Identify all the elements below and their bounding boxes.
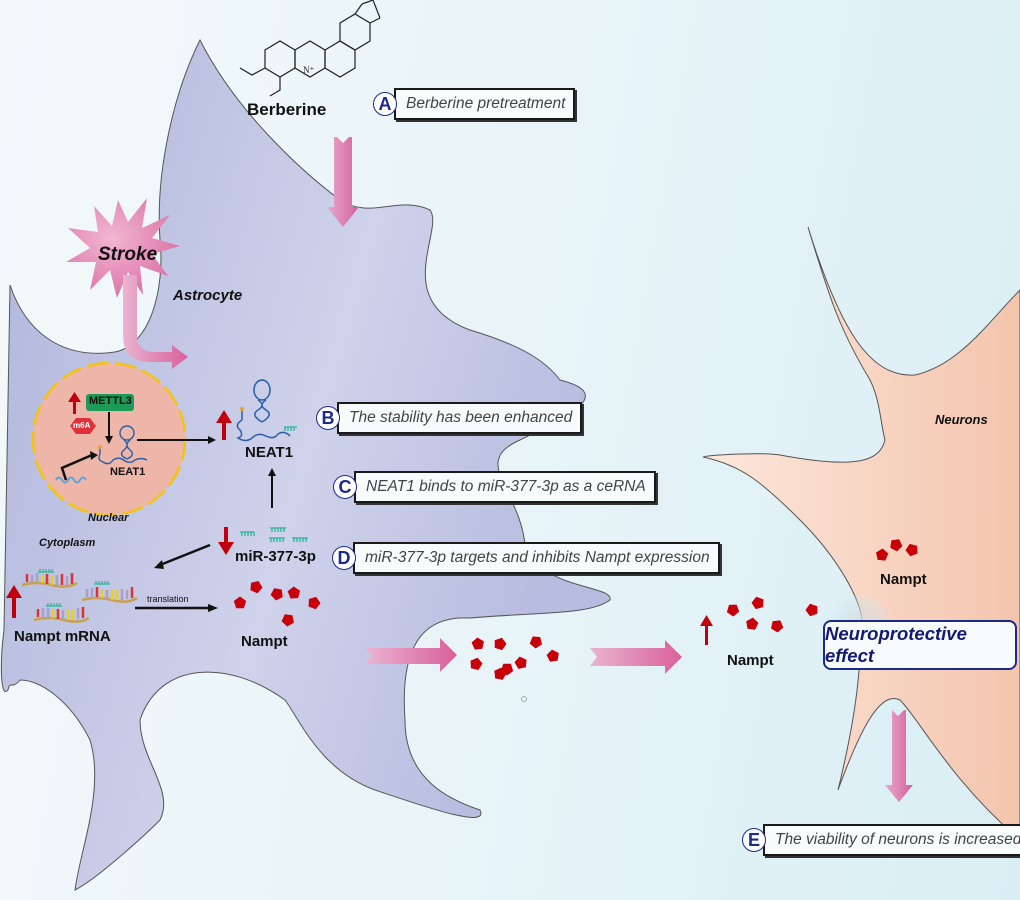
nampt-cyto-label: Nampt bbox=[241, 633, 288, 650]
nampt-protein-icon bbox=[281, 614, 294, 627]
nampt-protein-icon bbox=[470, 657, 483, 670]
nampt-protein-icon bbox=[270, 588, 283, 601]
nampt-protein-group bbox=[233, 539, 918, 680]
callout-e: E The viability of neurons is increased bbox=[742, 824, 1020, 856]
berberine-structure-icon bbox=[239, 0, 381, 97]
nampt-protein-icon bbox=[751, 596, 764, 610]
mettl3-up-arrow-icon bbox=[68, 392, 81, 414]
astrocyte-cell bbox=[0, 38, 611, 891]
cytoplasm-label: Cytoplasm bbox=[39, 537, 96, 549]
neat1-cyto-up-arrow-icon bbox=[216, 410, 232, 440]
mettl3-label: METTL3 bbox=[89, 395, 132, 407]
neuron-cell bbox=[702, 226, 1020, 841]
nampt-protein-icon bbox=[514, 656, 527, 669]
nampt-protein-icon bbox=[287, 586, 301, 599]
nampt-protein-icon bbox=[905, 543, 918, 557]
export-arrow bbox=[137, 436, 216, 444]
nampt-protein-icon bbox=[250, 581, 263, 594]
astrocyte-label: Astrocyte bbox=[173, 287, 243, 304]
nampt-protein-icon bbox=[494, 637, 507, 651]
callout-c-letter: C bbox=[333, 475, 357, 499]
stroke-starburst-icon bbox=[66, 198, 180, 298]
neat1-cap bbox=[98, 445, 102, 449]
nampt-protein-icon bbox=[771, 620, 784, 633]
dna-icon bbox=[55, 476, 87, 484]
mettl3-box bbox=[86, 394, 134, 411]
neuroprotective-effect-box: Neuroprotective effect bbox=[823, 620, 1017, 670]
callout-b-letter: B bbox=[316, 406, 340, 430]
callout-a-letter: A bbox=[373, 92, 397, 116]
nampt-protein-icon bbox=[546, 649, 559, 662]
m6a-badge bbox=[70, 418, 96, 434]
mirna-label: miR-377-3p bbox=[235, 548, 316, 565]
mirna-icon bbox=[240, 527, 308, 542]
nuclear-label: Nuclear bbox=[88, 512, 129, 524]
nampt-protein-icon bbox=[890, 539, 903, 552]
callout-a: A Berberine pretreatment bbox=[373, 88, 576, 120]
mirna-down-arrow-icon bbox=[218, 527, 234, 555]
nampt-protein-icon bbox=[494, 667, 507, 680]
callout-e-letter: E bbox=[742, 828, 766, 852]
nuclear-neat1-label: NEAT1 bbox=[110, 466, 146, 478]
nampt-mrna-label: Nampt mRNA bbox=[14, 628, 111, 645]
secretion-arrow bbox=[365, 638, 457, 672]
nampt-protein-icon bbox=[876, 548, 889, 561]
neat1-nuclear-rna-icon bbox=[98, 425, 148, 465]
m6a-label: m6A bbox=[73, 421, 91, 430]
callout-e-text: The viability of neurons is increased bbox=[763, 824, 1020, 856]
nampt-protein-icon bbox=[726, 604, 740, 617]
nampt-protein-icon bbox=[471, 637, 484, 650]
nampt-protein-icon bbox=[308, 596, 321, 610]
outcome-down-arrow bbox=[885, 710, 913, 802]
callout-d-letter: D bbox=[332, 546, 356, 570]
neat1-bound-mirna-icon bbox=[284, 426, 297, 431]
mirna-to-mrna-arrow bbox=[154, 543, 211, 569]
nampt-mrna-icon bbox=[21, 569, 138, 623]
callout-d: D miR-377-3p targets and inhibits Nampt … bbox=[332, 542, 720, 574]
neat1-label: NEAT1 bbox=[245, 444, 294, 461]
berberine-label: Berberine bbox=[247, 100, 327, 119]
stroke-arrow bbox=[123, 275, 188, 369]
nampt-extracellular-up-arrow-icon bbox=[700, 615, 713, 645]
nampt-protein-icon bbox=[805, 603, 818, 617]
berberine-nplus: N⁺ bbox=[303, 65, 314, 75]
nampt-extracellular-label: Nampt bbox=[727, 652, 774, 669]
neat1-cyto-rna-icon bbox=[236, 379, 291, 442]
translation-arrow bbox=[135, 604, 218, 612]
callout-c-text: NEAT1 binds to miR-377-3p as a ceRNA bbox=[354, 471, 656, 503]
transport-arrow bbox=[590, 640, 682, 674]
neurons-label: Neurons bbox=[935, 412, 988, 427]
vesicle-dot bbox=[521, 696, 527, 702]
callout-c: C NEAT1 binds to miR-377-3p as a ceRNA bbox=[333, 471, 656, 503]
translation-label: translation bbox=[147, 594, 189, 604]
callout-d-text: miR-377-3p targets and inhibits Nampt ex… bbox=[353, 542, 720, 574]
berberine-down-arrow bbox=[327, 137, 359, 227]
mirna-to-neat1-arrow bbox=[268, 468, 276, 508]
mettl3-to-neat1-arrow bbox=[105, 412, 113, 444]
callout-a-text: Berberine pretreatment bbox=[394, 88, 576, 120]
transcription-arrow bbox=[60, 451, 98, 481]
nampt-protein-icon bbox=[529, 636, 542, 649]
nampt-protein-icon bbox=[233, 596, 247, 609]
callout-b: B The stability has been enhanced bbox=[316, 402, 583, 434]
nampt-protein-icon bbox=[746, 617, 759, 630]
stroke-label: Stroke bbox=[98, 244, 158, 265]
neat1-cyto-cap bbox=[240, 407, 244, 411]
mrna-up-arrow-icon bbox=[6, 585, 22, 618]
nampt-neuron-label: Nampt bbox=[880, 571, 927, 588]
callout-b-text: The stability has been enhanced bbox=[337, 402, 583, 434]
